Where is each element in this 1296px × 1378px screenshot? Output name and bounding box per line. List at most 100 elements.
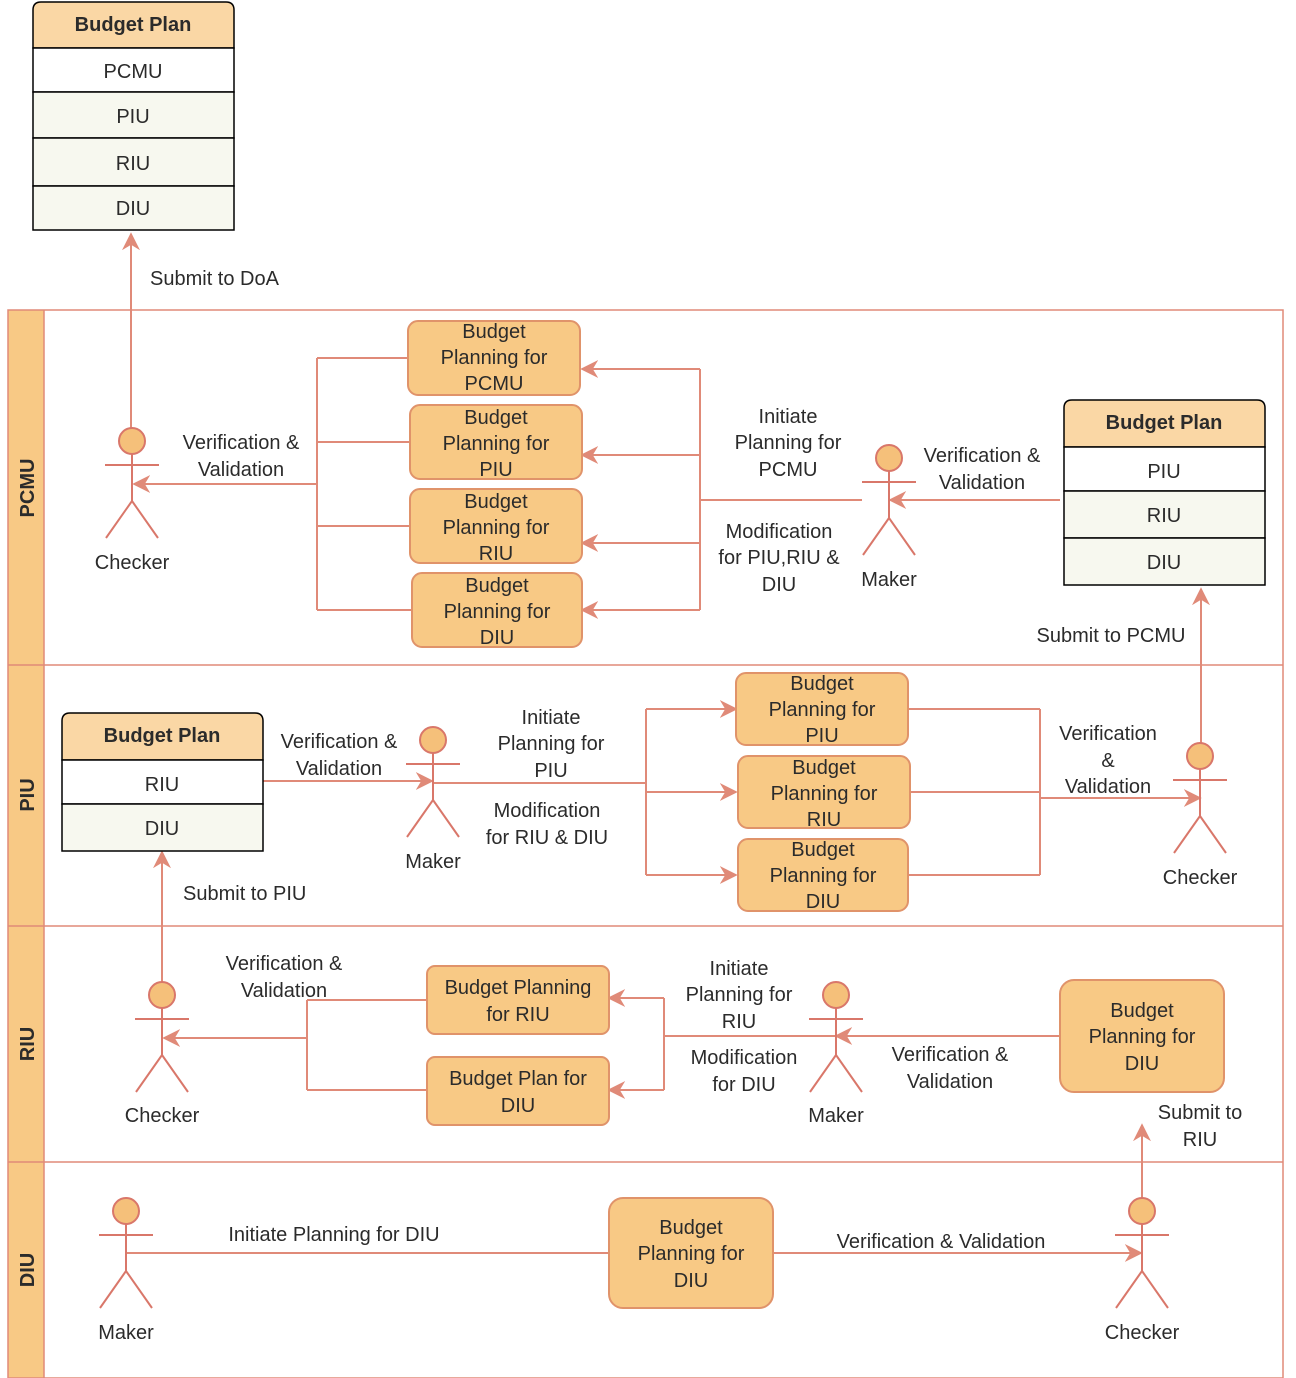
table-row: RIU (145, 774, 179, 796)
process-box-piu (735, 672, 909, 746)
table-row: RIU (116, 153, 150, 175)
box-text: Planning for (771, 783, 878, 805)
edge-label: Validation (296, 758, 382, 780)
edge-labels: Submit to DoA Verification & Validation … (150, 268, 1242, 1253)
edge-label: Modification (494, 800, 601, 822)
table-header: Budget Plan (1106, 412, 1223, 434)
box-text: Budget (659, 1217, 723, 1239)
process-box-riu (409, 488, 583, 564)
box-text: PIU (479, 459, 512, 481)
box-text: DIU (501, 1095, 535, 1117)
checker-actor-icon (135, 981, 189, 1093)
box-text: RIU (807, 809, 841, 831)
table-row: RIU (1147, 505, 1181, 527)
edge-label: Validation (241, 980, 327, 1002)
box-text: Budget (790, 673, 854, 695)
lane-label-riu: RIU (17, 1027, 39, 1061)
process-box-diu (411, 572, 583, 648)
edge-label: RIU (722, 1011, 756, 1033)
lane-label-diu: DIU (17, 1253, 39, 1287)
edge-label: Initiate (710, 958, 769, 980)
box-text: Planning for (770, 865, 877, 887)
box-text: Budget (792, 757, 856, 779)
table-row: DIU (116, 198, 150, 220)
process-box-diu (608, 1197, 774, 1309)
edge-label: Initiate Planning for DIU (228, 1224, 439, 1246)
edge-label: Submit to DoA (150, 268, 280, 290)
box-text: DIU (480, 627, 514, 649)
edge-label: Submit to PIU (183, 883, 306, 905)
box-text: Planning for (638, 1243, 745, 1265)
edge-label: Validation (907, 1071, 993, 1093)
actor-label: Checker (125, 1105, 200, 1127)
box-text: PIU (805, 725, 838, 747)
edge-label: Verification & (924, 445, 1041, 467)
box-text: Planning for (441, 347, 548, 369)
actor-label: Checker (1163, 867, 1238, 889)
edge-label: for PIU,RIU & (718, 547, 840, 569)
box-text: DIU (806, 891, 840, 913)
table-row: PIU (1147, 461, 1180, 483)
process-boxes: Budget Planning for PCMU Budget Planning… (407, 320, 1225, 1309)
edge-label: RIU (1183, 1129, 1217, 1151)
edge-label: Verification (1059, 723, 1157, 745)
box-text: Budget (465, 575, 529, 597)
box-text: Budget (464, 407, 528, 429)
edge-label: Verification & (281, 731, 398, 753)
edge-label: Submit to PCMU (1037, 625, 1186, 647)
edge-label: PIU (534, 760, 567, 782)
edge-label: Planning for (735, 432, 842, 454)
maker-actor-icon (809, 981, 863, 1093)
edge-label: Submit to (1158, 1102, 1242, 1124)
maker-actor-icon (406, 726, 460, 838)
box-text: Planning for (444, 601, 551, 623)
edge-label: Verification & (183, 432, 300, 454)
lane-outline (7, 309, 1284, 1378)
edge-label: Initiate (522, 707, 581, 729)
edge-label: Validation (1065, 776, 1151, 798)
edge-label: Modification (726, 521, 833, 543)
edge-label: Validation (939, 472, 1025, 494)
box-text: Budget (791, 839, 855, 861)
table-header: Budget Plan (104, 725, 221, 747)
budget-plan-table-doa: Budget Plan PCMU PIU RIU DIU (32, 1, 235, 231)
edge-label: Verification & Validation (837, 1231, 1046, 1253)
box-text: Budget (462, 321, 526, 343)
process-box-riu (426, 965, 610, 1035)
budget-plan-table-piu: Budget Plan RIU DIU (61, 712, 264, 852)
table-row: DIU (1147, 552, 1181, 574)
process-box-pcmu (407, 320, 581, 396)
edge-label: DIU (762, 574, 796, 596)
actor-label: Checker (1105, 1322, 1180, 1344)
actor-label: Maker (808, 1105, 864, 1127)
actor-label: Maker (861, 569, 917, 591)
edge-label: Initiate (759, 406, 818, 428)
process-box-piu (409, 404, 583, 480)
budget-plan-table-pcmu: Budget Plan PIU RIU DIU (1063, 399, 1266, 586)
box-text: DIU (1125, 1053, 1159, 1075)
edge-label: Verification & (226, 953, 343, 975)
table-row: PCMU (104, 61, 163, 83)
maker-actor-icon (99, 1197, 153, 1309)
box-text: Budget Planning (445, 977, 592, 999)
lane-label-piu: PIU (17, 778, 39, 811)
box-text: RIU (479, 543, 513, 565)
maker-actor-icon (862, 444, 916, 556)
lane-header-band (8, 310, 44, 1378)
process-box-riu (737, 755, 911, 829)
checker-actor-icon (1115, 1197, 1169, 1309)
swimlanes: PCMU PIU RIU DIU (7, 309, 1284, 1378)
box-text: PCMU (465, 373, 524, 395)
box-text: DIU (674, 1270, 708, 1292)
actor-label: Checker (95, 552, 170, 574)
table-row: DIU (145, 818, 179, 840)
edge-label: for DIU (712, 1074, 775, 1096)
box-text: Planning for (1089, 1026, 1196, 1048)
actor-label: Maker (98, 1322, 154, 1344)
edge-label: Verification & (892, 1044, 1009, 1066)
edge-label: PCMU (759, 459, 818, 481)
checker-actor-icon (1173, 742, 1227, 854)
box-text: Budget (464, 491, 528, 513)
box-text: Planning for (769, 699, 876, 721)
box-text: Planning for (443, 433, 550, 455)
